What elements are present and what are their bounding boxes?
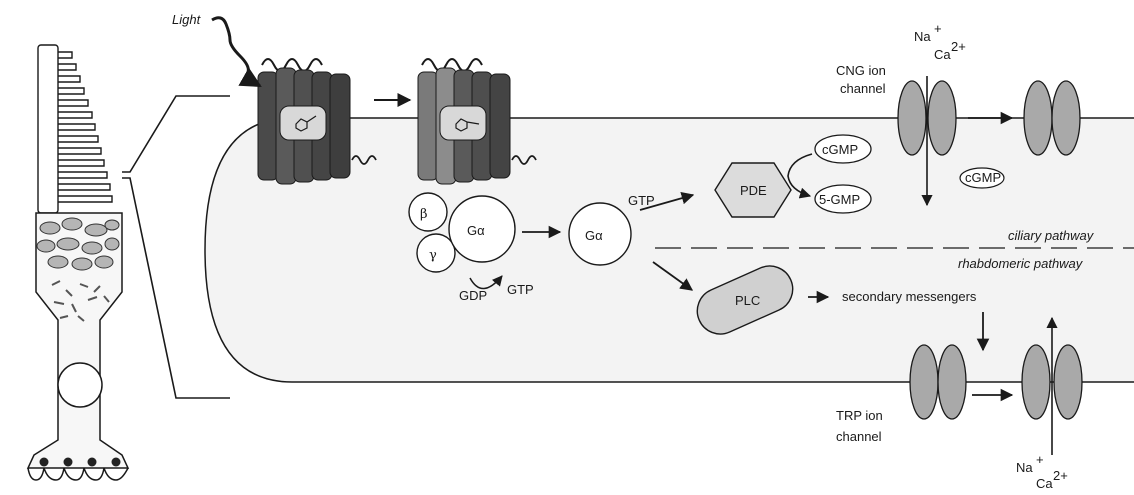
g-alpha-bound-label: Gα <box>467 223 485 238</box>
ca-top-label: Ca <box>934 47 951 62</box>
trp-label-line1: TRP ion <box>836 408 883 423</box>
cgmp-label: cGMP <box>822 142 858 157</box>
cell-membrane <box>204 117 1134 383</box>
cng-label-line1: CNG ion <box>836 63 886 78</box>
trp-channel-open <box>1021 344 1083 420</box>
plc-enzyme <box>696 265 794 335</box>
pde-label: PDE <box>740 183 767 198</box>
g-beta-subunit <box>408 192 448 232</box>
cgmp-molecule <box>814 134 872 164</box>
zoom-bracket <box>122 95 230 399</box>
ca-bottom-label: Ca <box>1036 476 1053 491</box>
g-beta-label: β <box>420 207 428 222</box>
g-protein-complex <box>408 192 516 273</box>
gtp-active-label: GTP <box>628 193 655 208</box>
cgmp-at-channel <box>959 167 1005 189</box>
nucleus <box>57 362 103 408</box>
g-alpha-active-label: Gα <box>585 228 603 243</box>
opsin-receptor-inactive <box>257 58 377 185</box>
organelles <box>51 280 110 322</box>
cgmp-at-channel-label: cGMP <box>965 170 1001 185</box>
mitochondria <box>36 217 120 271</box>
cng-channel-open <box>1023 80 1081 156</box>
opsin-receptor-active <box>417 58 537 185</box>
outer-segment-lamellae <box>37 44 113 214</box>
light-wave-arrow <box>211 16 262 88</box>
trp-label-line2: channel <box>836 429 882 444</box>
gdp-label: GDP <box>459 288 487 303</box>
na-bottom-label: Na <box>1016 460 1033 475</box>
na-top-charge: + <box>934 21 942 36</box>
photoreceptor-cell <box>26 44 230 481</box>
plc-label: PLC <box>735 293 760 308</box>
five-gmp-molecule <box>814 184 872 214</box>
arrow-to-plc <box>652 261 694 291</box>
g-gamma-subunit <box>416 233 456 273</box>
arrow-to-pde <box>639 192 695 211</box>
trp-channel-closed <box>909 344 967 420</box>
cgmp-hydrolysis-arrow <box>787 153 813 199</box>
gdp-gtp-exchange-arrow <box>469 275 503 290</box>
pde-enzyme <box>714 162 792 218</box>
na-top-label: Na <box>914 29 931 44</box>
light-label: Light <box>172 12 202 27</box>
five-gmp-label: 5-GMP <box>819 192 860 207</box>
gtp-exchange-label: GTP <box>507 282 534 297</box>
g-gamma-label: γ <box>429 248 437 263</box>
rhabdomeric-pathway-label: rhabdomeric pathway <box>958 256 1084 271</box>
g-alpha-bound-subunit <box>448 195 516 263</box>
ca-top-charge: 2+ <box>951 39 966 54</box>
g-alpha-active <box>568 202 632 266</box>
na-bottom-charge: + <box>1036 452 1044 467</box>
ca-bottom-charge: 2+ <box>1053 468 1068 483</box>
ciliary-pathway-label: ciliary pathway <box>1008 228 1095 243</box>
cng-channel-closed <box>897 80 957 156</box>
cng-label-line2: channel <box>840 81 886 96</box>
synaptic-terminals <box>27 457 129 481</box>
secondary-messengers-label: secondary messengers <box>842 289 977 304</box>
